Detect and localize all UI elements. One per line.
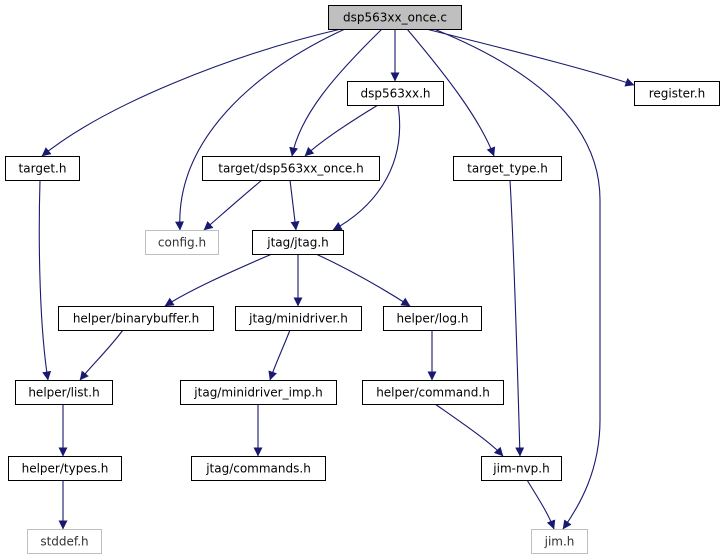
node-dsp563xx_once_c[interactable]: dsp563xx_once.c	[328, 5, 462, 30]
edge-target_type_h-to-jim_nvp_h	[509, 179, 525, 457]
node-box	[362, 380, 504, 405]
edge-dsp563xx_once_c-to-register_h	[425, 28, 635, 87]
node-box	[15, 380, 113, 405]
node-box	[202, 156, 380, 181]
node-label: dsp563xx_once.c	[343, 11, 447, 25]
node-box	[453, 156, 562, 181]
node-label: jtag/minidriver_imp.h	[193, 386, 322, 400]
node-dsp563xx_h[interactable]: dsp563xx.h	[347, 81, 444, 106]
node-jtag_jtag_h[interactable]: jtag/jtag.h	[252, 230, 344, 255]
node-helper_list_h[interactable]: helper/list.h	[15, 380, 113, 405]
edge-jtag_minidriver_h-to-jtag_minidriver_imp_h	[268, 329, 291, 381]
edge-target_h-to-helper_list_h	[38, 179, 52, 381]
node-box	[634, 81, 720, 106]
node-label: helper/types.h	[22, 462, 109, 476]
node-jim_nvp_h[interactable]: jim-nvp.h	[481, 456, 562, 481]
node-label: target.h	[19, 162, 67, 176]
node-box	[531, 529, 588, 554]
node-label: helper/binarybuffer.h	[73, 312, 199, 326]
node-box	[8, 456, 122, 481]
node-box	[481, 456, 562, 481]
node-helper_log_h[interactable]: helper/log.h	[383, 306, 482, 331]
node-target_type_h[interactable]: target_type.h	[453, 156, 562, 181]
node-label: config.h	[158, 236, 206, 250]
node-label: jtag/jtag.h	[266, 236, 328, 250]
node-box	[328, 5, 462, 30]
node-label: jim-nvp.h	[492, 462, 549, 476]
node-box	[347, 81, 444, 106]
edge-dsp563xx_h-to-jtag_jtag_h	[332, 104, 401, 231]
node-label: stddef.h	[40, 535, 88, 549]
edge-dsp563xx_once_c-to-target_dsp563xx_once_h	[289, 28, 383, 157]
node-label: target/dsp563xx_once.h	[218, 162, 363, 176]
node-helper_types_h[interactable]: helper/types.h	[8, 456, 122, 481]
node-label: jim.h	[544, 535, 575, 549]
node-jtag_minidriver_imp_h[interactable]: jtag/minidriver_imp.h	[180, 380, 337, 405]
node-label: dsp563xx.h	[360, 87, 430, 101]
edge-target_dsp563xx_once_h-to-jtag_jtag_h	[289, 179, 300, 231]
node-box	[191, 456, 326, 481]
edge-helper_binarybuffer_h-to-helper_list_h	[79, 329, 124, 381]
edge-target_dsp563xx_once_h-to-config_h	[203, 179, 263, 231]
edge-jim_nvp_h-to-jim_h	[526, 479, 556, 530]
node-register_h[interactable]: register.h	[634, 81, 720, 106]
node-box	[145, 230, 219, 255]
node-label: helper/command.h	[376, 386, 490, 400]
node-box	[235, 306, 362, 331]
node-box	[5, 156, 80, 181]
node-target_dsp563xx_once_h[interactable]: target/dsp563xx_once.h	[202, 156, 380, 181]
edge-dsp563xx_once_c-to-target_h	[41, 28, 342, 157]
node-label: jtag/commands.h	[205, 462, 311, 476]
node-label: helper/list.h	[28, 386, 99, 400]
node-helper_command_h[interactable]: helper/command.h	[362, 380, 504, 405]
node-label: jtag/minidriver.h	[248, 312, 348, 326]
node-jtag_minidriver_h[interactable]: jtag/minidriver.h	[235, 306, 362, 331]
node-box	[180, 380, 337, 405]
edge-dsp563xx_once_c-to-config_h	[175, 28, 346, 231]
node-helper_binarybuffer_h[interactable]: helper/binarybuffer.h	[58, 306, 214, 331]
node-config_h: config.h	[145, 230, 219, 255]
node-label: helper/log.h	[396, 312, 468, 326]
edge-jtag_jtag_h-to-helper_binarybuffer_h	[164, 253, 273, 307]
edges-layer	[38, 28, 635, 530]
nodes-layer: dsp563xx_once.c target.h config.h target/ds…	[5, 5, 720, 554]
edge-dsp563xx_h-to-target_dsp563xx_once_h	[304, 104, 379, 157]
node-box	[252, 230, 344, 255]
node-target_h[interactable]: target.h	[5, 156, 80, 181]
node-label: target_type.h	[467, 162, 548, 176]
node-jtag_commands_h[interactable]: jtag/commands.h	[191, 456, 326, 481]
node-jim_h: jim.h	[531, 529, 588, 554]
edge-dsp563xx_once_c-to-jim_h	[433, 28, 601, 530]
node-box	[58, 306, 214, 331]
node-box	[383, 306, 482, 331]
node-label: register.h	[649, 87, 706, 101]
edge-dsp563xx_once_c-to-target_type_h	[406, 28, 496, 157]
edge-helper_command_h-to-jim_nvp_h	[434, 403, 504, 457]
edge-jtag_jtag_h-to-helper_log_h	[315, 253, 411, 307]
node-box	[27, 529, 102, 554]
node-stddef_h: stddef.h	[27, 529, 102, 554]
